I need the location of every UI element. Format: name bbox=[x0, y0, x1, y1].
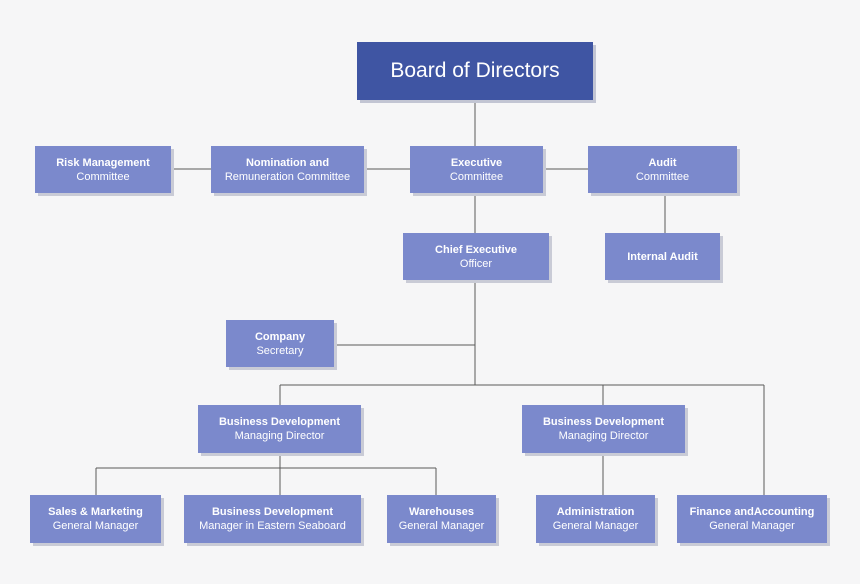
box-subtitle: Committee bbox=[635, 170, 690, 183]
box-title: Finance andAccounting bbox=[689, 506, 815, 518]
box-title: Audit bbox=[648, 156, 677, 169]
box-subtitle: Remuneration Committee bbox=[224, 170, 351, 183]
box-title: Company bbox=[254, 330, 306, 343]
box-subtitle: Secretary bbox=[256, 344, 304, 357]
chief-executive-officer-box: Chief Executive Officer bbox=[403, 233, 549, 280]
box-title: Business Development bbox=[542, 416, 665, 428]
board-of-directors-box: Board of Directors bbox=[357, 42, 593, 100]
bd-managing-director-right-box: Business Development Managing Director bbox=[522, 405, 685, 453]
box-title: Risk Management bbox=[56, 156, 150, 169]
box-subtitle: General Manager bbox=[398, 520, 485, 532]
box-title: Business Development bbox=[218, 416, 341, 428]
box-subtitle: Manager in Eastern Seaboard bbox=[199, 520, 346, 532]
sales-marketing-gm-box: Sales & Marketing General Manager bbox=[30, 495, 161, 543]
box-title: Nomination and bbox=[245, 156, 330, 169]
box-title: Administration bbox=[556, 506, 635, 518]
box-title: Board of Directors bbox=[390, 59, 560, 82]
risk-management-committee-box: Risk Management Committee bbox=[35, 146, 171, 193]
box-subtitle: Officer bbox=[459, 257, 493, 270]
box-subtitle: General Manager bbox=[52, 520, 139, 532]
nomination-remuneration-committee-box: Nomination and Remuneration Committee bbox=[211, 146, 364, 193]
box-subtitle: Committee bbox=[449, 170, 504, 183]
box-title: Warehouses bbox=[408, 506, 474, 518]
finance-accounting-gm-box: Finance andAccounting General Manager bbox=[677, 495, 827, 543]
box-subtitle: Managing Director bbox=[558, 430, 649, 442]
administration-gm-box: Administration General Manager bbox=[536, 495, 655, 543]
box-title: Executive bbox=[450, 156, 503, 169]
warehouses-gm-box: Warehouses General Manager bbox=[387, 495, 496, 543]
internal-audit-box: Internal Audit bbox=[605, 233, 720, 280]
box-title: Internal Audit bbox=[627, 250, 698, 263]
company-secretary-box: Company Secretary bbox=[226, 320, 334, 367]
executive-committee-box: Executive Committee bbox=[410, 146, 543, 193]
bd-manager-eastern-seaboard-box: Business Development Manager in Eastern … bbox=[184, 495, 361, 543]
audit-committee-box: Audit Committee bbox=[588, 146, 737, 193]
box-subtitle: Managing Director bbox=[234, 430, 325, 442]
box-title: Sales & Marketing bbox=[48, 506, 143, 518]
box-title: Business Development bbox=[211, 506, 334, 518]
box-subtitle: General Manager bbox=[552, 520, 639, 532]
box-subtitle: General Manager bbox=[709, 520, 795, 532]
bd-managing-director-left-box: Business Development Managing Director bbox=[198, 405, 361, 453]
box-title: Chief Executive bbox=[435, 243, 517, 256]
box-subtitle: Committee bbox=[76, 170, 130, 183]
